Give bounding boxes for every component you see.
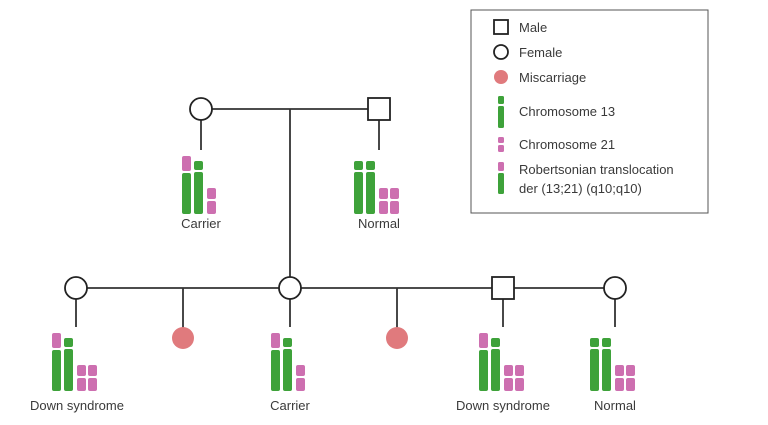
legend-chromosome13-label: Chromosome 13	[519, 104, 615, 119]
legend-box	[470, 9, 709, 214]
translocation-chromosome-top	[271, 333, 280, 348]
chromosome-21-q-arm	[207, 201, 216, 214]
legend-chromosome21-symbol	[498, 137, 504, 152]
chromosome-21-q-arm	[390, 201, 399, 214]
chromosome-13-p-arm	[491, 338, 500, 347]
chromosome-21-p-arm	[515, 365, 524, 376]
chromosome-13-p-arm	[366, 161, 375, 170]
legend-miscarriage-symbol	[494, 70, 508, 84]
gen2-child5-karyotype	[479, 333, 524, 391]
chromosome-21-q-arm	[88, 378, 97, 391]
chromosome-13-p-arm	[194, 161, 203, 170]
individual-labels: Carrier Normal Down syndrome Carrier Dow…	[30, 216, 636, 413]
chromosome-21-q-arm	[515, 378, 524, 391]
chromosome-21-p-arm	[88, 365, 97, 376]
chromosome-13-p-arm	[354, 161, 363, 170]
gen2-child3-karyotype	[271, 333, 305, 391]
translocation-chromosome-top	[182, 156, 191, 171]
pedigree-lines	[75, 108, 616, 328]
legend-translocation-label-2: der (13;21) (q10;q10)	[519, 181, 642, 196]
chromosome-13-q-arm	[283, 349, 292, 391]
translocation-chromosome-body	[52, 350, 61, 391]
legend-female-label: Female	[519, 45, 562, 60]
legend: Male Female Miscarriage Chromosome 13 Ch…	[470, 9, 709, 214]
translocation-chromosome-body	[182, 173, 191, 214]
karyotypes	[52, 156, 635, 391]
legend-chromosome13-symbol	[498, 96, 504, 128]
chromosome-21-p-arm	[390, 188, 399, 199]
gen2-miscarriage-1-symbol	[172, 327, 194, 349]
legend-chromosome21-label: Chromosome 21	[519, 137, 615, 152]
chromosome-21-p-arm	[207, 188, 216, 199]
chromosome-13-q-arm	[354, 172, 363, 214]
gen2-child1-label: Down syndrome	[30, 398, 124, 413]
chromosome-21-q-arm	[379, 201, 388, 214]
legend-male-symbol	[493, 19, 509, 35]
gen1-male-label: Normal	[358, 216, 400, 231]
chromosome-21-q-arm	[77, 378, 86, 391]
chromosome-13-q-arm	[64, 349, 73, 391]
chromosome-21-q-arm	[626, 378, 635, 391]
chromosome-21-p-arm	[296, 365, 305, 376]
gen2-miscarriage-2-symbol	[386, 327, 408, 349]
legend-female-symbol	[493, 44, 509, 60]
gen2-child5-label: Down syndrome	[456, 398, 550, 413]
gen1-male-karyotype	[354, 161, 399, 214]
gen2-child3-label: Carrier	[270, 398, 310, 413]
chromosome-21-q-arm	[296, 378, 305, 391]
gen2-child3-female-symbol	[278, 276, 302, 300]
chromosome-13-p-arm	[64, 338, 73, 347]
translocation-chromosome-top	[479, 333, 488, 348]
chromosome-21-q-arm	[615, 378, 624, 391]
chromosome-13-q-arm	[491, 349, 500, 391]
chromosome-13-q-arm	[590, 349, 599, 391]
legend-miscarriage-label: Miscarriage	[519, 70, 586, 85]
chromosome-21-p-arm	[77, 365, 86, 376]
gen2-child1-female-symbol	[64, 276, 88, 300]
gen2-child6-female-symbol	[603, 276, 627, 300]
chromosome-13-p-arm	[283, 338, 292, 347]
gen2-child1-karyotype	[52, 333, 97, 391]
chromosome-13-q-arm	[366, 172, 375, 214]
chromosome-13-q-arm	[194, 172, 203, 214]
gen1-male-symbol	[367, 97, 391, 121]
chromosome-21-p-arm	[626, 365, 635, 376]
translocation-chromosome-body	[271, 350, 280, 391]
gen1-female-label: Carrier	[181, 216, 221, 231]
chromosome-21-q-arm	[504, 378, 513, 391]
miscarriages	[172, 327, 408, 349]
gen1-female-symbol	[189, 97, 213, 121]
chromosome-21-p-arm	[615, 365, 624, 376]
individuals	[64, 97, 627, 300]
gen1-female-karyotype	[182, 156, 216, 214]
legend-translocation-label-1: Robertsonian translocation	[519, 162, 674, 177]
translocation-chromosome-top	[52, 333, 61, 348]
chromosome-21-p-arm	[379, 188, 388, 199]
translocation-chromosome-body	[479, 350, 488, 391]
gen2-child6-label: Normal	[594, 398, 636, 413]
chromosome-13-q-arm	[602, 349, 611, 391]
gen2-child5-male-symbol	[491, 276, 515, 300]
legend-translocation-symbol	[498, 162, 504, 194]
chromosome-13-p-arm	[602, 338, 611, 347]
gen2-child6-karyotype	[590, 338, 635, 391]
chromosome-21-p-arm	[504, 365, 513, 376]
chromosome-13-p-arm	[590, 338, 599, 347]
legend-male-label: Male	[519, 20, 547, 35]
